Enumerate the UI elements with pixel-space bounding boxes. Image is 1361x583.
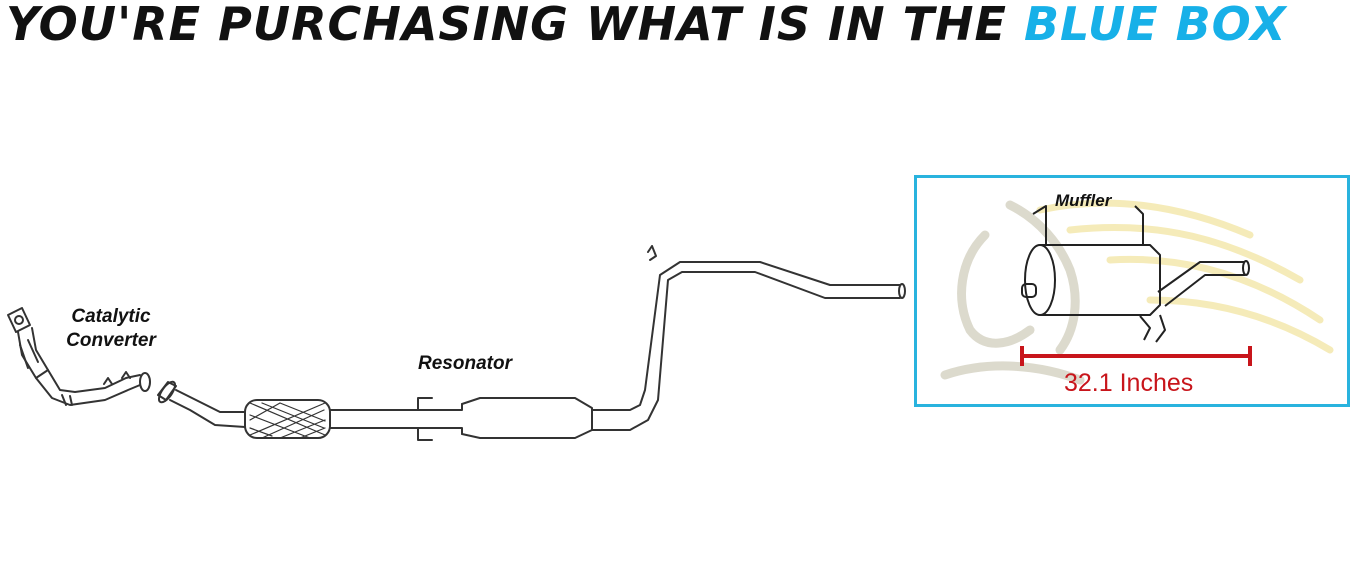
catalytic-label-line1: Catalytic — [71, 306, 151, 327]
mane-watermark-icon — [1036, 199, 1334, 354]
headline-highlight: BLUE BOX — [1023, 0, 1287, 51]
muffler-part — [1021, 205, 1250, 343]
headline-banner: YOU'RE PURCHASING WHAT IS IN THE BLUE BO… — [6, 0, 1356, 52]
catalytic-converter-label: Catalytic Converter — [56, 305, 166, 353]
measurement-label: 32.1 Inches — [1064, 369, 1194, 397]
catalytic-converter-part — [7, 307, 151, 406]
muffler-label: Muffler — [1055, 191, 1112, 210]
measurement-bar — [1020, 346, 1252, 366]
blue-box-highlight — [914, 175, 1350, 407]
front-pipe-part — [157, 380, 433, 441]
catalytic-label-line2: Converter — [66, 330, 156, 351]
horse-watermark-icon — [940, 200, 1085, 385]
headline-main: YOU'RE PURCHASING WHAT IS IN THE — [6, 0, 1024, 51]
resonator-label: Resonator — [418, 353, 512, 374]
resonator-part — [419, 245, 906, 439]
